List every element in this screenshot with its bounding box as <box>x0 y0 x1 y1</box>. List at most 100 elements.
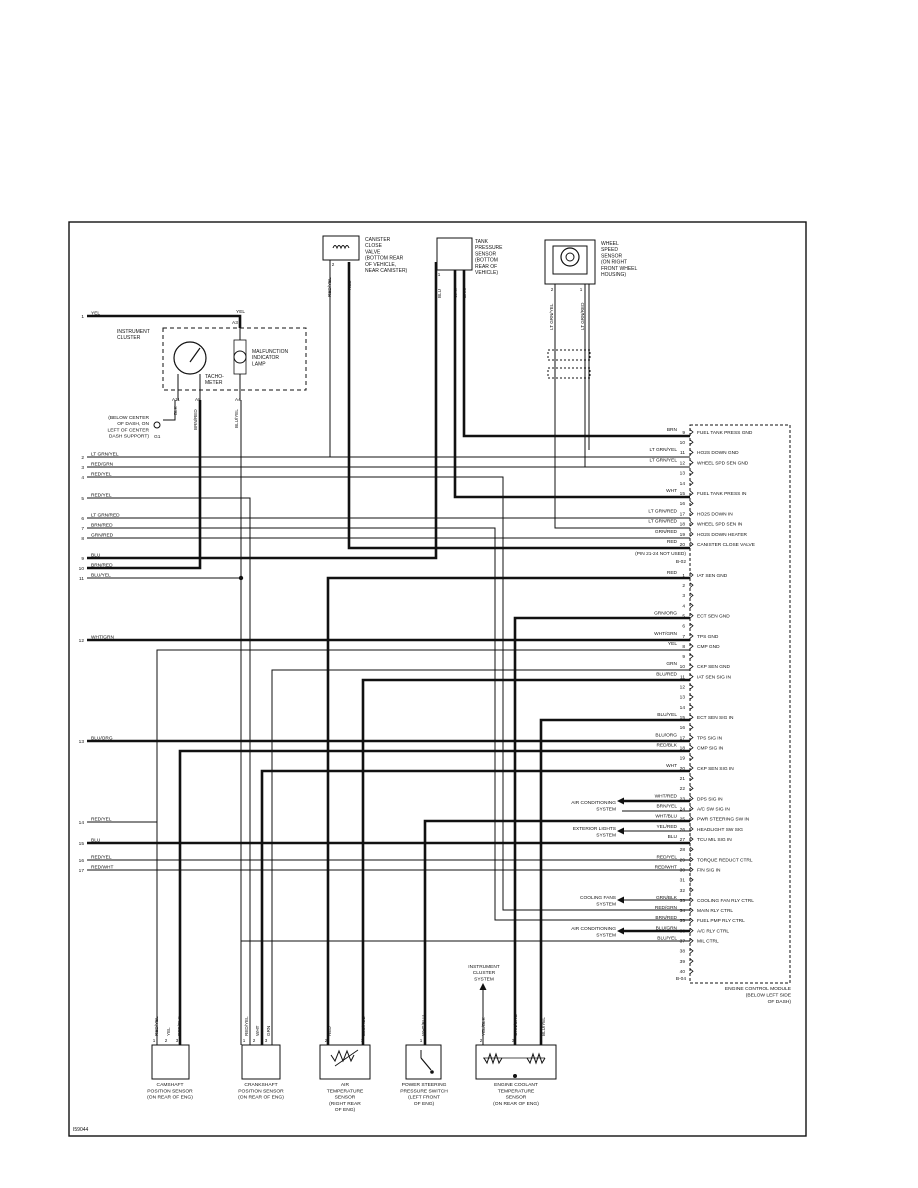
ecm-b04-wire-color: YEL/RED <box>656 824 677 830</box>
ecm-b02-pin-number: 18 <box>680 522 686 528</box>
ecm-b02-wire-color: LT GRN/RED <box>648 508 677 514</box>
ecm-b04-pin-number: 18 <box>680 746 686 752</box>
ecm-b04-pin-function: TCU MIL SIG IN <box>697 837 732 843</box>
ecm-b02-pin-function: HO2S DOWN IN <box>697 511 733 517</box>
ecm-b04-pin-number: 16 <box>680 725 686 731</box>
instrument-cluster-system-label: SYSTEM <box>474 976 494 982</box>
ckp-pin: 1 <box>243 1038 246 1043</box>
ecm-b04-pin-number: 19 <box>680 756 686 762</box>
instrument-cluster-system-label: INSTRUMENT <box>468 964 500 970</box>
ecm-b04-pin-number: 38 <box>680 949 686 955</box>
ecm-b02-pin-number: 9 <box>682 430 685 436</box>
left-wire-color: BLU <box>91 838 101 844</box>
wheel-sensor-label: (ON RIGHT <box>601 260 627 266</box>
wire-brn-b02-9 <box>462 262 690 438</box>
switch-ground-icon <box>430 1070 434 1074</box>
ps-sensor-box <box>405 1044 442 1080</box>
ac-system-label: AIR CONDITIONING <box>571 800 616 806</box>
ecm-b04-pin-function: A/C RLY CTRL <box>697 928 729 934</box>
ect-sensor-label: ENGINE COOLANT <box>494 1082 538 1088</box>
ckp-sensor-label: POSITION SENSOR <box>238 1088 284 1094</box>
tank-sensor-label: SENSOR <box>475 251 497 257</box>
connector-cavity <box>689 684 694 690</box>
tank-wire-color: WHT <box>453 287 458 298</box>
connector-cavity <box>689 623 694 629</box>
wheel-sensor-label: HOUSING) <box>601 272 626 278</box>
ecm-b04-wire-color: WHT <box>666 763 677 769</box>
tank-sensor-label: PRESSURE <box>475 245 503 251</box>
ground-icon <box>153 421 161 429</box>
cmp-sensor-box <box>151 1044 190 1080</box>
ps-wire-color: WHT/BLU <box>421 1015 426 1036</box>
ecm-b04-pin-number: 2 <box>682 583 685 589</box>
exterior-lights-label: EXTERIOR LIGHTS <box>573 826 616 832</box>
cmp-sensor-label: CAMSHAFT <box>157 1082 184 1088</box>
wire-grnorg-b04-5 <box>513 616 690 1045</box>
ecm-b02-pin-function: HO2S DOWN HEATER <box>697 532 748 538</box>
tank-wire-color: BRN <box>462 288 467 298</box>
cmp-pin: 2 <box>165 1038 168 1043</box>
left-wire-number: 1 <box>81 314 84 320</box>
connector-cavity <box>689 765 694 771</box>
wheel-pin: 2 <box>551 287 554 292</box>
ecm-b04-pin-number: 31 <box>680 878 686 884</box>
switch-blade-icon <box>420 1057 432 1071</box>
ecm-b04-pin-function: CMP SIG IN <box>697 746 724 752</box>
wheel-sensor-label: FRONT WHEEL <box>601 266 638 272</box>
ecm-b02-wire-color: LT GRN/YEL <box>649 457 677 463</box>
connector-cavity <box>689 816 694 822</box>
ecm-b04-wire-color: BLU/GRN <box>656 925 678 931</box>
canister-pin: 1 <box>348 262 351 267</box>
ecm-b04-wire-color: RED/WHT <box>655 864 677 870</box>
tank-wire-color: BLU <box>437 289 442 298</box>
canister-pin: 2 <box>332 262 335 267</box>
ecm-b04-pin-number: 21 <box>680 776 686 782</box>
arrow-icon <box>617 896 624 904</box>
ecm-b04-pin-number: 35 <box>680 918 686 924</box>
ecm-b04-pin-number: 1 <box>682 573 685 579</box>
ecm-b04-wire-color: RED <box>667 570 678 576</box>
left-wire-color: BRN/RED <box>91 563 113 569</box>
wire-brnred-10 <box>87 400 202 570</box>
canister-valve-label: CLOSE <box>365 243 383 249</box>
ecm-b02-pin-number: 19 <box>680 532 686 538</box>
malfunction-lamp-label: LAMP <box>252 361 266 367</box>
ecm-b04-pin-number: 26 <box>680 827 686 833</box>
ecm-b02-wire-color: LT GRN/YEL <box>649 447 677 453</box>
connector-cavity <box>689 938 694 944</box>
ground-location: DASH SUPPORT) <box>109 434 149 440</box>
ecm-b04-pin-function: A/C SW SIG IN <box>697 806 730 812</box>
ecm-b04-pin-function: FUEL PMP RLY CTRL <box>697 918 745 924</box>
wire-red-b04-1 <box>326 576 690 1045</box>
left-wire-color: BLU/ORG <box>91 736 113 742</box>
ecm-b04-wire-color: GRN/ORG <box>654 610 677 616</box>
iat-wire-color: RED <box>327 1026 332 1036</box>
wire-blured-b04-11 <box>361 678 690 1045</box>
ecm-b02-pin-number: 11 <box>680 450 685 456</box>
tank-sensor-label: REAR OF <box>475 264 497 270</box>
cluster-pin: A11 <box>172 397 180 402</box>
solenoid-coil-icon <box>332 245 350 250</box>
cmp-wire-color: YEL <box>166 1027 171 1036</box>
instrument-cluster-box <box>162 327 307 391</box>
wheel-pin: 1 <box>580 287 583 292</box>
ecm-b04-pin-function: PWR STEERING SW IN <box>697 817 750 823</box>
left-wire-color: RED/YEL <box>91 855 112 861</box>
ect-wire-color: YEL/BLK <box>481 1016 486 1036</box>
left-wire-number: 3 <box>81 465 84 471</box>
connector-cavity <box>689 500 694 507</box>
ect-pin: 2 <box>480 1038 483 1043</box>
ecm-b04-wire-color: BLU/YEL <box>657 936 677 942</box>
ecm-b04-pin-number: 13 <box>680 695 686 701</box>
iat-sensor-label: AIR <box>341 1082 350 1088</box>
connector-cavity <box>689 521 694 527</box>
ecm-b04-pin-function: TPS GND <box>697 634 719 640</box>
ecm-b04-pin-number: 12 <box>680 685 686 691</box>
ecm-b04-pin-number: 23 <box>680 796 686 802</box>
ckp-pin: 2 <box>253 1038 256 1043</box>
connector-cavity <box>689 663 694 670</box>
left-wire-number: 17 <box>79 868 85 874</box>
left-wire-color: RED/YEL <box>91 493 112 499</box>
